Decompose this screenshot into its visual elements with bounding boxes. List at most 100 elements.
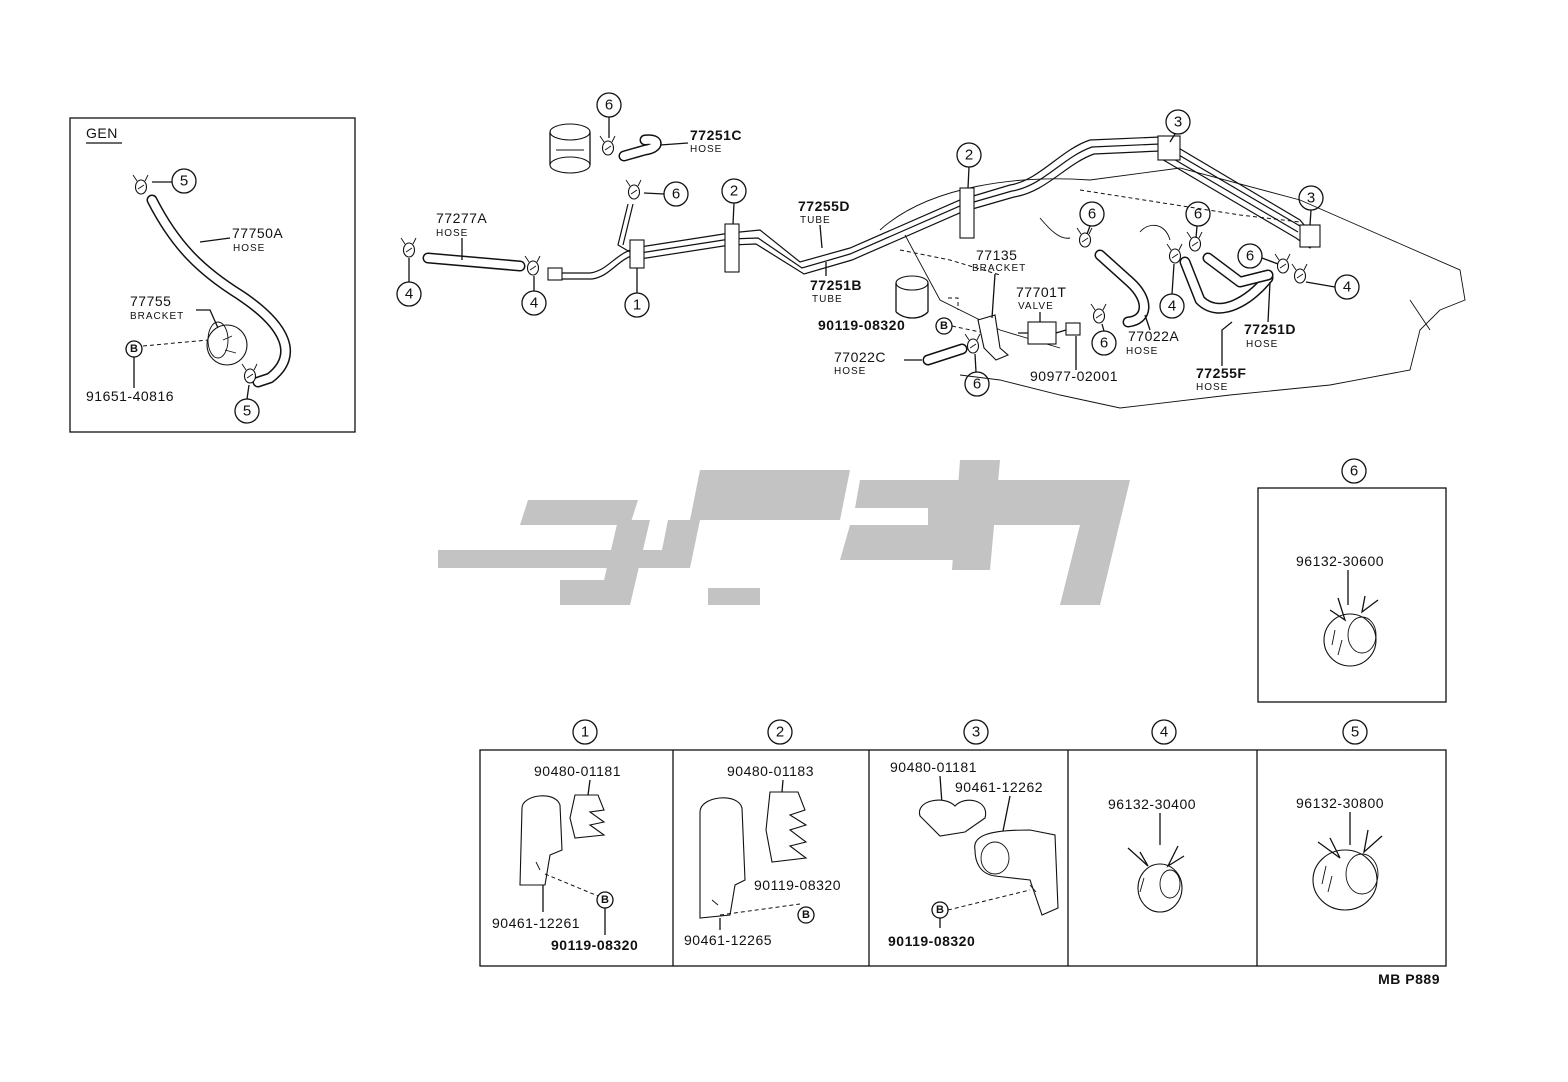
detail-6-panel: 6 96132-30600	[1257, 458, 1447, 703]
mount-bracket-icon	[519, 795, 563, 886]
part-label: 96132-30400	[1108, 796, 1196, 812]
hose-clip-icon	[524, 255, 541, 276]
svg-text:2: 2	[730, 183, 738, 200]
svg-text:1: 1	[581, 724, 589, 741]
svg-text:5: 5	[243, 403, 251, 420]
callout-6	[964, 371, 990, 397]
part-label: 77251B	[810, 277, 862, 293]
part-label: 90480-01183	[727, 763, 814, 779]
hose-clip-icon	[599, 135, 616, 156]
hose-clamp-icon	[1127, 845, 1185, 913]
svg-text:5: 5	[180, 173, 188, 190]
part-label: 96132-30800	[1296, 795, 1384, 811]
hose-clamp-icon	[1312, 829, 1383, 911]
callout-5	[171, 168, 197, 194]
gen-panel-frame	[69, 117, 356, 433]
detail-5: 96132-30800	[1296, 795, 1384, 911]
mount-bracket-icon	[699, 797, 746, 919]
svg-text:1: 1	[633, 297, 641, 314]
svg-text:4: 4	[530, 295, 538, 312]
hose-clip-icon	[241, 363, 258, 384]
svg-text:TUBE: TUBE	[800, 215, 831, 226]
svg-text:5: 5	[1351, 724, 1359, 741]
callout-6	[1079, 201, 1105, 227]
part-label: 90977-02001	[1030, 368, 1118, 384]
clamp-3-icon	[1299, 224, 1321, 248]
detail-1: 90480-01181 90461-12261 B 90119-08320	[492, 763, 638, 953]
clamp-2-icon	[959, 187, 975, 239]
part-label: 90461-12265	[684, 932, 772, 948]
svg-text:HOSE: HOSE	[834, 366, 866, 377]
part-label: 77135	[976, 247, 1017, 263]
part-label: 96132-30600	[1296, 553, 1384, 569]
callout-4	[1151, 719, 1177, 745]
svg-text:6: 6	[1246, 248, 1254, 265]
callout-5	[1342, 719, 1368, 745]
watermark-logo	[438, 460, 1130, 605]
detail-row-frame	[479, 749, 1447, 967]
clamp-2-icon	[724, 223, 740, 273]
svg-text:B: B	[936, 904, 944, 916]
detail-6-frame	[1257, 487, 1447, 703]
part-label: 90119-08320	[551, 937, 638, 953]
part-label: 77251C	[690, 127, 742, 143]
callout-6	[1341, 458, 1367, 484]
svg-text:6: 6	[672, 186, 680, 203]
hose-clip-icon	[1076, 227, 1093, 248]
svg-text:VALVE: VALVE	[1018, 301, 1054, 312]
svg-text:6: 6	[1088, 206, 1096, 223]
callout-3	[963, 719, 989, 745]
hose-clip-icon	[1166, 243, 1183, 264]
clamp-3-icon	[1157, 135, 1181, 161]
hose-clip-icon	[625, 179, 642, 200]
part-label: 77022C	[834, 349, 886, 365]
bracket-77755-icon	[206, 321, 248, 366]
hose-clip-icon	[1090, 303, 1107, 324]
svg-text:6: 6	[1350, 463, 1358, 480]
part-label: 90119-08320	[754, 877, 841, 893]
part-label: 77251D	[1244, 321, 1296, 337]
detail-2: 90480-01183 90119-08320 B 90461-12265	[684, 763, 841, 948]
svg-text:6: 6	[973, 376, 981, 393]
detail-panels: 1 2 3 4 5 90480-01181 90461-12261 B 9011…	[479, 719, 1447, 967]
part-label: 77255F	[1196, 365, 1246, 381]
part-label: 77255D	[798, 198, 850, 214]
filler-neck-icon	[549, 123, 591, 174]
hose-clip-icon	[1291, 263, 1308, 284]
part-label: 77022A	[1128, 328, 1179, 344]
svg-text:B: B	[601, 894, 609, 906]
part-label: 77750A	[232, 225, 283, 241]
hose-clamp-icon	[1323, 595, 1379, 667]
callout-6	[1237, 243, 1263, 269]
part-label: 90119-08320	[818, 317, 905, 333]
svg-text:3: 3	[1307, 190, 1315, 207]
svg-text:6: 6	[605, 97, 613, 114]
detail-3: 90480-01181 90461-12262 B 90119-08320	[888, 759, 1059, 949]
callout-2	[767, 719, 793, 745]
svg-text:6: 6	[1194, 206, 1202, 223]
svg-text:TUBE: TUBE	[812, 294, 843, 305]
svg-text:BRACKET: BRACKET	[972, 263, 1026, 274]
tube-clamp-icon	[569, 794, 606, 839]
clamp-1-icon	[629, 239, 645, 269]
svg-text:3: 3	[972, 724, 980, 741]
svg-text:HOSE: HOSE	[690, 144, 722, 155]
hose-clip-icon	[1186, 231, 1203, 252]
svg-text:6: 6	[1100, 335, 1108, 352]
gen-title: GEN	[86, 125, 118, 141]
figure-code: MB P889	[1378, 971, 1440, 987]
svg-text:B: B	[802, 909, 810, 921]
hose-clip-icon	[132, 174, 149, 195]
hose-clip-icon	[400, 237, 417, 258]
filler-hose-icon	[895, 275, 929, 319]
gen-panel: GEN 5 5 77750A HOSE 77755 BRACKET B 9165	[69, 117, 356, 433]
svg-text:BRACKET: BRACKET	[130, 311, 184, 322]
svg-text:4: 4	[1160, 724, 1168, 741]
part-label: 91651-40816	[86, 388, 174, 404]
mount-bracket-icon	[974, 829, 1059, 916]
part-label: 77755	[130, 293, 171, 309]
part-label: 90461-12261	[492, 915, 580, 931]
callout-3	[1165, 109, 1191, 135]
svg-text:4: 4	[1343, 279, 1351, 296]
